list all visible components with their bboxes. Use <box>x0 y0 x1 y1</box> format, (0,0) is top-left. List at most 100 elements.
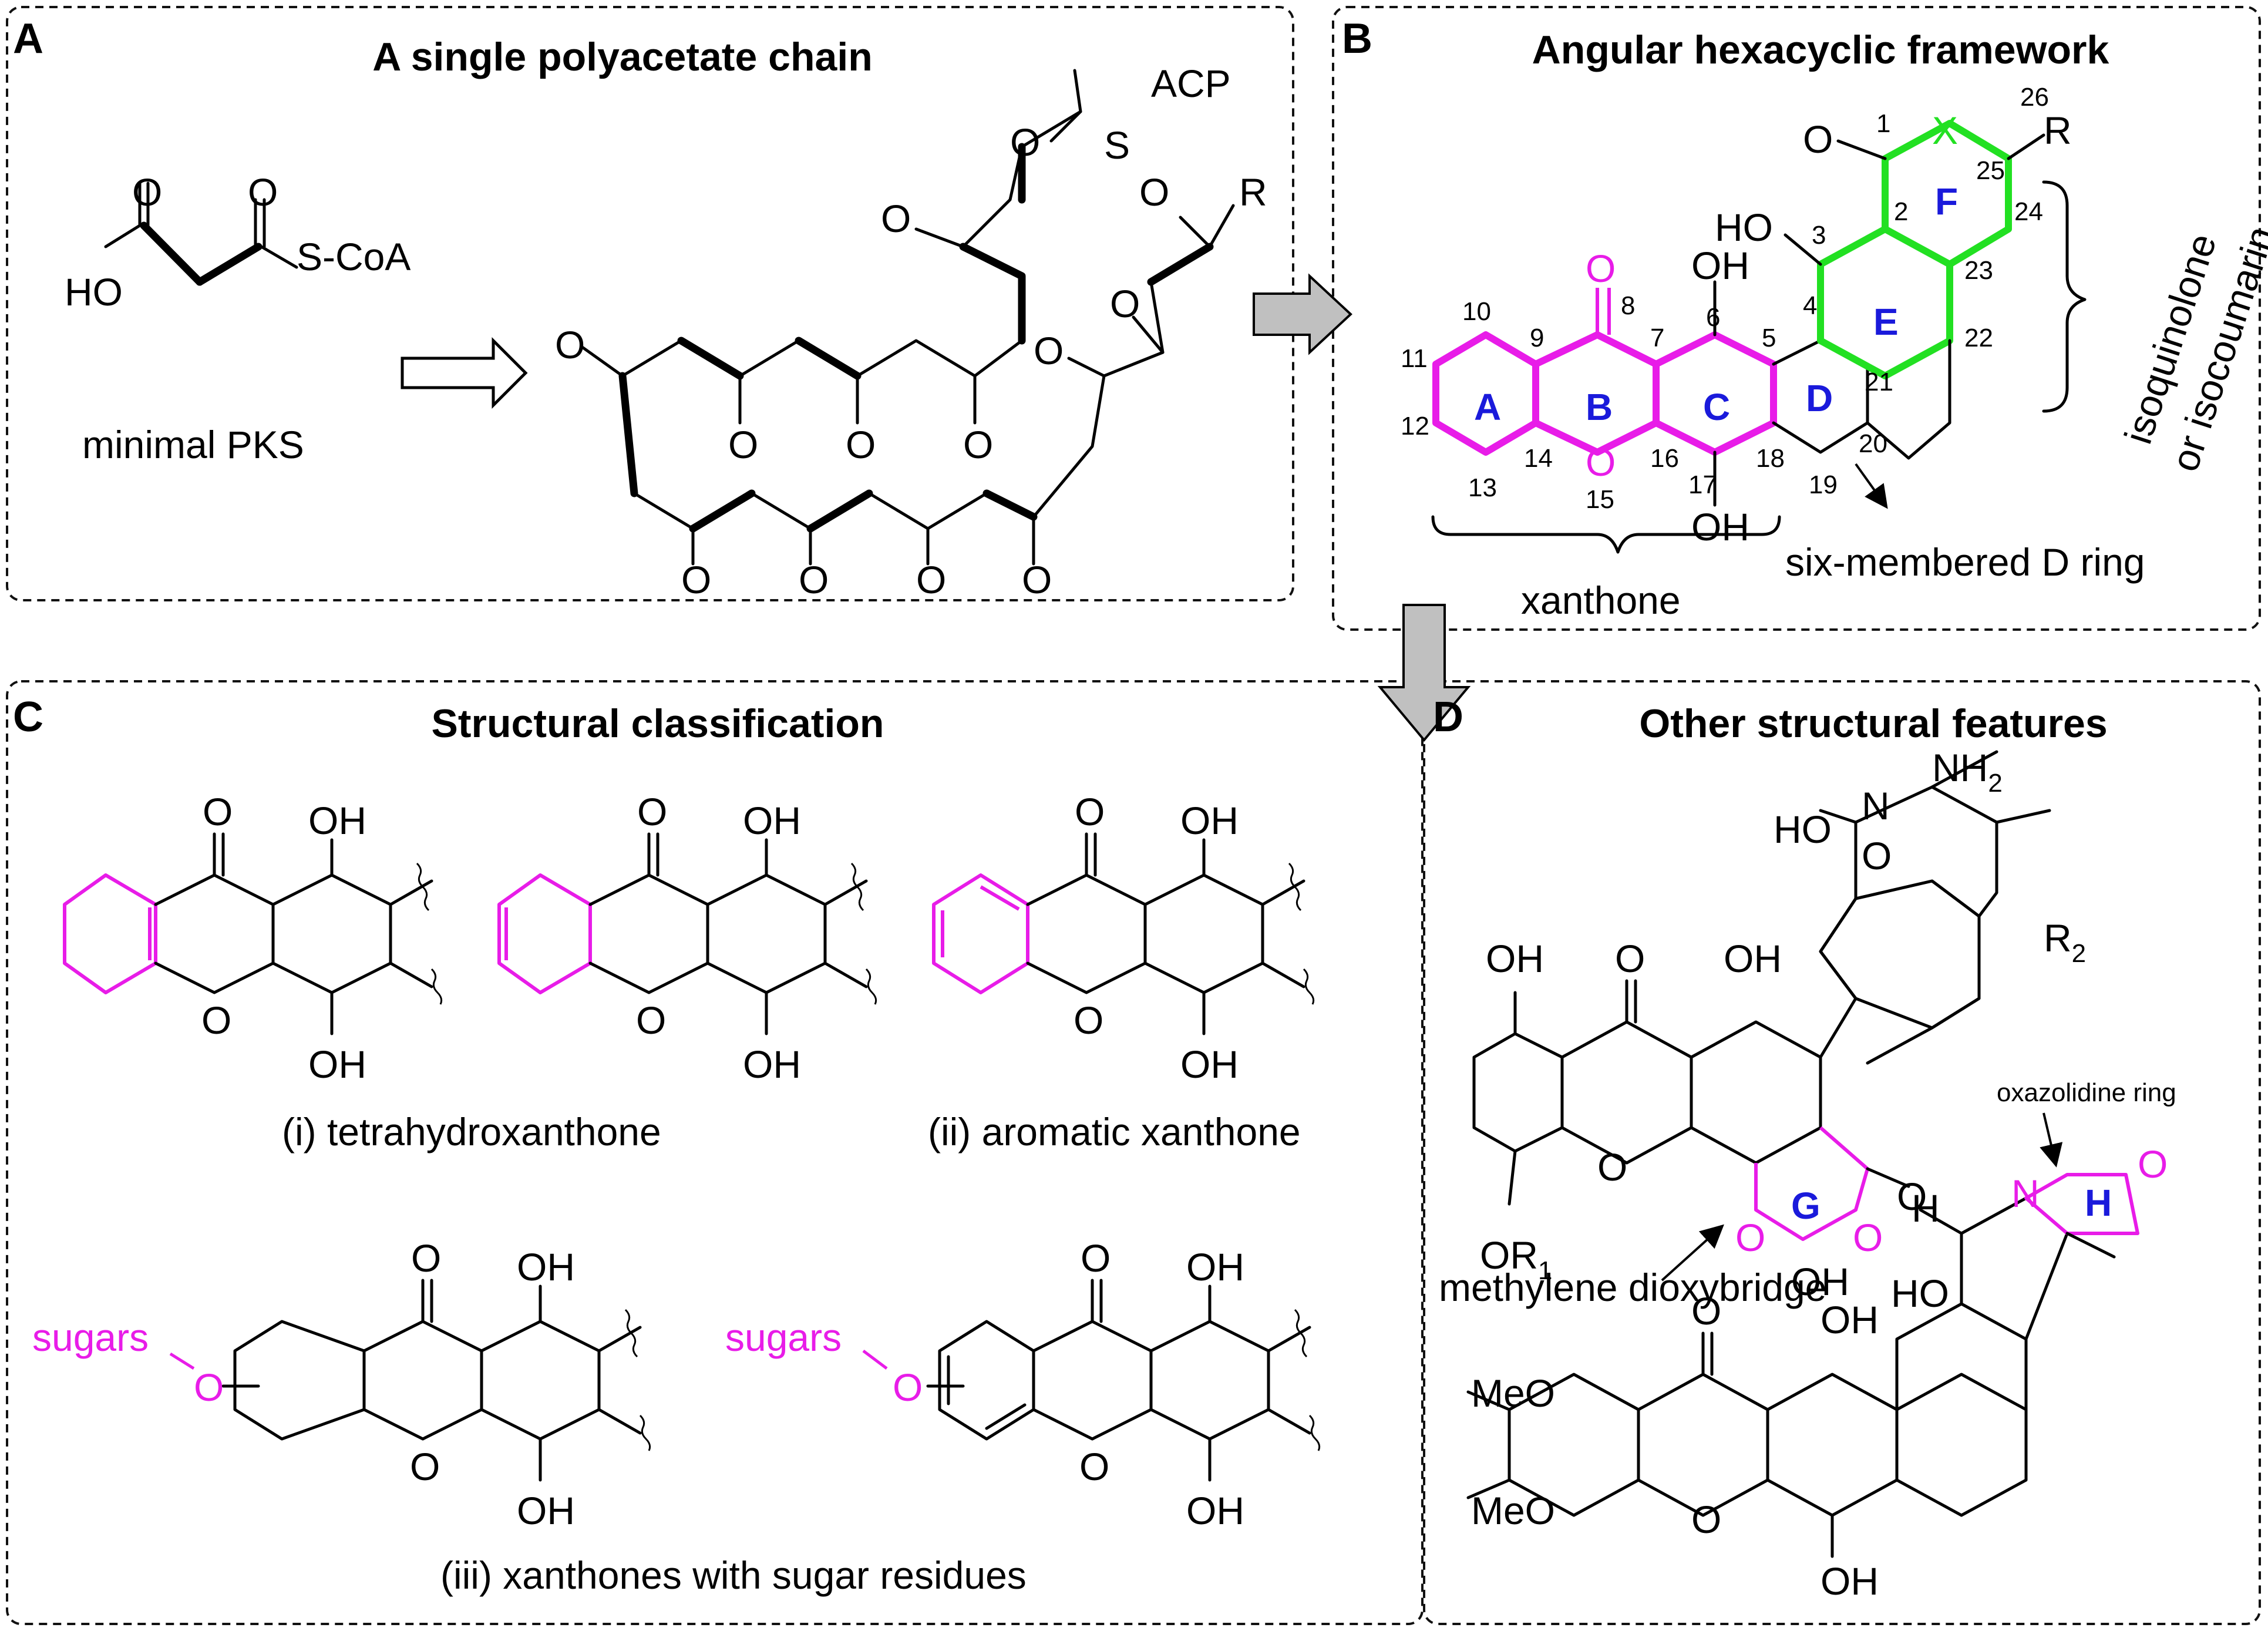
svg-text:5: 5 <box>1762 324 1776 352</box>
svg-text:HO: HO <box>1774 808 1832 851</box>
svg-text:O: O <box>1081 1236 1111 1280</box>
svg-text:9: 9 <box>1530 324 1544 352</box>
chain-o-10: O <box>1022 558 1052 601</box>
svg-text:O: O <box>1597 1145 1627 1189</box>
ring-label-e: E <box>1873 301 1899 343</box>
ring-label-h: H <box>2085 1182 2112 1224</box>
panel-c: C Structural classification O OH O OH <box>13 694 1321 1597</box>
top-molecule: O OH OH HO O O N NH2 R2 OR1 O O H G meth… <box>1439 746 2086 1309</box>
panel-letter-a: A <box>13 15 43 62</box>
svg-text:OH: OH <box>743 799 801 842</box>
svg-text:sugars: sugars <box>32 1316 149 1359</box>
b-x-atom: X <box>1932 109 1958 152</box>
svg-text:11: 11 <box>1401 344 1428 373</box>
malonyl-o1: O <box>132 170 162 214</box>
position-numbers: 1 2 3 4 5 6 7 8 9 10 11 12 13 14 15 16 1… <box>1401 83 2049 514</box>
svg-text:O: O <box>893 1366 923 1409</box>
chain-o-5: O <box>881 197 911 240</box>
svg-text:O: O <box>203 790 233 833</box>
panel-c-title: Structural classification <box>432 701 884 746</box>
svg-text:12: 12 <box>1401 412 1429 440</box>
svg-text:OH: OH <box>1180 1043 1239 1086</box>
xanthone-carbonyl-o: O <box>1586 247 1616 290</box>
panel-c-border <box>6 680 1424 1625</box>
structure-sugar-aromatic: sugars O O OH O OH <box>725 1236 1321 1532</box>
svg-text:O: O <box>194 1366 224 1409</box>
svg-text:O: O <box>637 790 667 833</box>
svg-text:O: O <box>1075 790 1105 833</box>
b-ho-3: HO <box>1715 206 1773 249</box>
panel-a-title: A single polyacetate chain <box>372 35 873 79</box>
svg-text:19: 19 <box>1809 470 1838 499</box>
d-or1: OR1 <box>1480 1233 1552 1285</box>
label-aromatic-xanthone: (ii) aromatic xanthone <box>928 1110 1301 1154</box>
svg-text:OH: OH <box>308 1043 366 1086</box>
chain-o-3: O <box>846 423 876 466</box>
svg-text:20: 20 <box>1859 429 1887 458</box>
arrow-a-to-b <box>1253 273 1352 355</box>
panel-d-title: Other structural features <box>1639 701 2107 746</box>
svg-text:O: O <box>1735 1216 1765 1259</box>
svg-text:OH: OH <box>1180 799 1239 842</box>
svg-text:OH: OH <box>1791 1260 1849 1303</box>
chain-o-7: O <box>681 558 711 601</box>
malonyl-o2: O <box>248 170 278 214</box>
d-n-atom: N <box>1862 784 1890 828</box>
chain-o-12: O <box>1110 282 1140 325</box>
svg-text:OH: OH <box>1486 937 1544 980</box>
svg-text:O: O <box>1691 1498 1721 1541</box>
svg-text:O: O <box>201 998 231 1042</box>
svg-text:14: 14 <box>1524 444 1553 473</box>
svg-text:OH: OH <box>308 799 366 842</box>
malonyl-ho: HO <box>65 270 123 314</box>
b-oh-6: OH <box>1691 244 1749 287</box>
panel-b-title: Angular hexacyclic framework <box>1532 28 2109 72</box>
svg-text:sugars: sugars <box>725 1316 842 1359</box>
chain-o-13: O <box>1139 170 1169 214</box>
d-nh2: NH2 <box>1932 746 2003 798</box>
panel-a-border <box>6 6 1294 601</box>
svg-text:24: 24 <box>2014 197 2043 226</box>
b-oh-17: OH <box>1691 505 1749 549</box>
svg-text:16: 16 <box>1650 444 1679 473</box>
panel-letter-d: D <box>1433 694 1463 741</box>
methylene-label: methylene dioxybridge <box>1439 1266 1826 1309</box>
chain-o-2: O <box>728 423 758 466</box>
svg-text:MeO: MeO <box>1471 1489 1555 1532</box>
svg-text:OH: OH <box>1821 1298 1879 1341</box>
svg-text:HO: HO <box>1891 1272 1949 1315</box>
svg-text:H: H <box>1912 1186 1940 1230</box>
label-sugar-residues: (iii) xanthones with sugar residues <box>440 1553 1027 1597</box>
svg-text:OH: OH <box>517 1245 575 1289</box>
svg-text:OH: OH <box>1821 1559 1879 1603</box>
svg-text:O: O <box>2138 1142 2168 1186</box>
svg-text:O: O <box>1862 834 1892 877</box>
svg-text:O: O <box>410 1445 440 1488</box>
panel-d: D Other structural features O OH OH HO O… <box>1433 694 2176 1603</box>
d-ring-label: six-membered D ring <box>1785 540 2145 584</box>
ring-label-f: F <box>1935 180 1958 223</box>
iso-brace <box>2042 180 2087 413</box>
label-tetrahydroxanthone: (i) tetrahydroxanthone <box>282 1110 661 1154</box>
svg-text:1: 1 <box>1876 109 1890 138</box>
chain-s-atom: S <box>1104 123 1130 167</box>
chain-o-8: O <box>799 558 829 601</box>
svg-text:OH: OH <box>517 1489 575 1532</box>
svg-text:4: 4 <box>1803 291 1817 320</box>
panel-d-border <box>1423 680 2261 1625</box>
panel-letter-c: C <box>13 694 43 741</box>
xanthone-brace <box>1431 515 1781 554</box>
structure-sugar-tetrahydro: sugars O O OH O OH <box>32 1236 651 1532</box>
bottom-molecule: O OH OH HO OH O O MeO MeO N O H oxazolid… <box>1466 1078 2176 1603</box>
svg-text:OH: OH <box>743 1043 801 1086</box>
svg-text:OH: OH <box>1186 1489 1244 1532</box>
d-r2: R2 <box>2044 916 2086 968</box>
svg-text:O: O <box>1074 998 1103 1042</box>
svg-text:O: O <box>1853 1216 1883 1259</box>
svg-text:O: O <box>411 1236 441 1280</box>
b-o-1: O <box>1803 117 1833 161</box>
svg-text:MeO: MeO <box>1471 1371 1555 1415</box>
chain-r-group: R <box>1239 170 1267 214</box>
svg-text:17: 17 <box>1688 470 1717 499</box>
svg-text:O: O <box>1615 937 1645 980</box>
